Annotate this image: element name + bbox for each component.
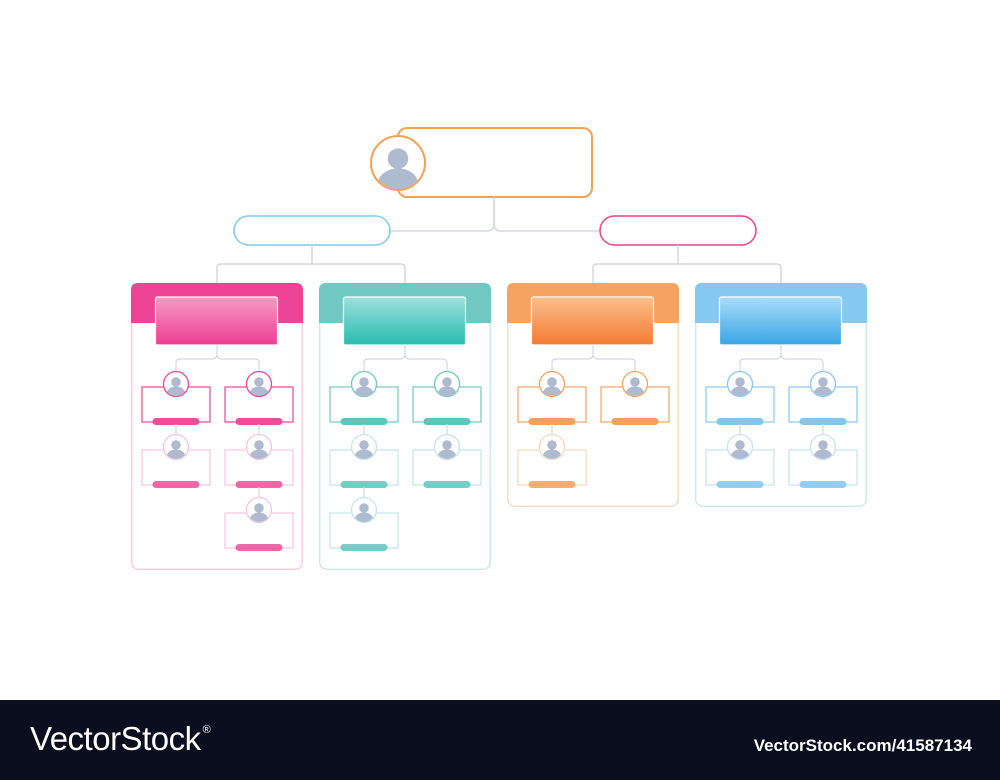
registered-mark: ® — [202, 724, 211, 736]
department-title-box — [342, 296, 467, 346]
department-connectors — [551, 345, 636, 371]
member-name-tag — [340, 481, 388, 488]
person-icon — [350, 496, 378, 524]
brand-name: VectorStock — [30, 720, 201, 757]
person-icon — [350, 370, 378, 398]
member-name-tag — [235, 418, 283, 425]
department-connectors — [739, 345, 824, 371]
department-title-box — [718, 296, 843, 346]
manager-box — [233, 215, 391, 246]
person-icon — [162, 370, 190, 398]
person-icon — [350, 433, 378, 461]
member-card — [224, 424, 294, 488]
member-name-tag — [340, 544, 388, 551]
member-card — [412, 424, 482, 488]
member-card — [329, 424, 399, 488]
department-panel — [319, 283, 491, 570]
member-card — [517, 424, 587, 488]
vectorstock-logo: VectorStock® — [30, 720, 211, 758]
member-card — [705, 370, 775, 425]
member-name-tag — [611, 418, 659, 425]
department-panel — [131, 283, 303, 570]
member-name-tag — [716, 418, 764, 425]
member-card — [224, 487, 294, 551]
member-name-tag — [340, 418, 388, 425]
image-id: VectorStock.com/41587134 — [753, 736, 972, 755]
member-name-tag — [528, 418, 576, 425]
person-icon — [245, 433, 273, 461]
member-card — [705, 424, 775, 488]
department-connectors — [363, 345, 448, 371]
person-icon — [809, 370, 837, 398]
org-chart-svg — [131, 127, 867, 570]
member-name-tag — [528, 481, 576, 488]
person-icon — [621, 370, 649, 398]
manager-box — [599, 215, 757, 246]
person-icon — [245, 496, 273, 524]
member-card — [788, 424, 858, 488]
department-connectors — [175, 345, 260, 371]
root-box — [397, 127, 593, 198]
manager-connectors — [216, 245, 406, 283]
person-icon — [433, 370, 461, 398]
department-title-box — [530, 296, 655, 346]
member-card — [141, 424, 211, 488]
person-icon — [370, 135, 426, 191]
member-card — [788, 370, 858, 425]
member-name-tag — [235, 544, 283, 551]
member-card — [412, 370, 482, 425]
root-connectors — [390, 197, 600, 232]
person-icon — [538, 370, 566, 398]
member-name-tag — [799, 481, 847, 488]
department-panel — [695, 283, 867, 507]
member-card — [329, 487, 399, 551]
department-panel — [507, 283, 679, 507]
member-name-tag — [423, 481, 471, 488]
department-title-box — [154, 296, 279, 346]
member-card — [141, 370, 211, 425]
person-icon — [162, 433, 190, 461]
org-chart-diagram — [131, 127, 867, 570]
member-card — [600, 370, 670, 425]
member-name-tag — [152, 481, 200, 488]
person-icon — [809, 433, 837, 461]
member-name-tag — [716, 481, 764, 488]
member-card — [329, 370, 399, 425]
person-icon — [726, 433, 754, 461]
watermark-footer: VectorStock® VectorStock.com/41587134 — [0, 700, 1000, 780]
person-icon — [433, 433, 461, 461]
person-icon — [726, 370, 754, 398]
member-name-tag — [423, 418, 471, 425]
person-icon — [538, 433, 566, 461]
member-name-tag — [799, 418, 847, 425]
person-icon — [245, 370, 273, 398]
member-name-tag — [235, 481, 283, 488]
member-name-tag — [152, 418, 200, 425]
manager-connectors — [592, 245, 782, 283]
member-card — [224, 370, 294, 425]
member-card — [517, 370, 587, 425]
